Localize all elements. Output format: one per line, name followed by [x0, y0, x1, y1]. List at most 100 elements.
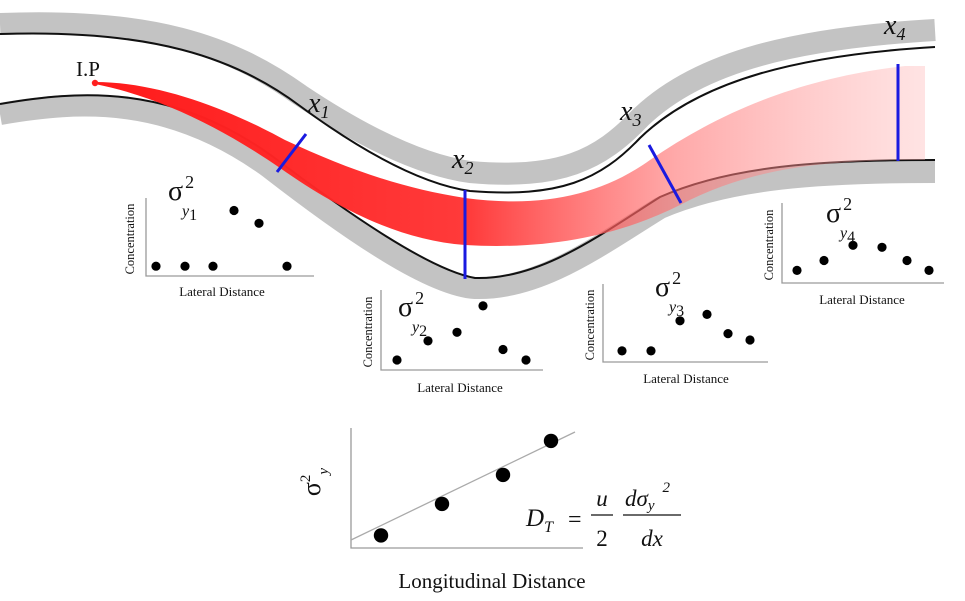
sigma-sup: 2: [843, 194, 852, 214]
profile-2-point-2: [423, 336, 433, 346]
section-label-x3: x3: [619, 96, 641, 130]
profile-axes-4: [781, 203, 944, 284]
profile-1-point-4: [229, 205, 239, 216]
profile-axes-2: [380, 290, 543, 371]
profile-2-point-5: [498, 344, 508, 355]
profile-2-point-4: [478, 301, 488, 311]
section-label-x2: x2: [451, 144, 473, 178]
sigma-sub-n: 2: [419, 323, 427, 340]
profile-1-point-5: [254, 218, 264, 228]
summary-xlabel: Longitudinal Distance: [398, 569, 585, 593]
profile-axes-3: [602, 284, 768, 363]
formula-lhs: DT: [525, 505, 554, 536]
upper-bank: [0, 12, 936, 185]
formula-lhs-sub: T: [544, 519, 554, 536]
profile-2-point-6: [521, 355, 531, 365]
formula-num2-sup: 2: [663, 480, 671, 496]
formula-den1: 2: [596, 526, 608, 551]
summary-ylabel-sigma: σ: [297, 482, 326, 496]
summary-point-4: [543, 433, 559, 449]
profile-3-point-4: [702, 309, 712, 319]
summary-ylabel-sub: y: [316, 468, 332, 477]
profile-2-ylabel: Concentration: [361, 296, 375, 368]
tracer-plume: [95, 66, 925, 246]
profile-3-xlabel: Lateral Distance: [643, 371, 729, 386]
sigma-sub-y: y: [838, 225, 848, 242]
formula-equals: =: [568, 507, 582, 533]
sigma-symbol: σ: [398, 292, 413, 323]
section-label-x2-base: x: [451, 144, 465, 175]
section-label-x4-sub: 4: [896, 24, 905, 44]
profile-3-point-2: [646, 346, 656, 356]
sigma-sub-n: 4: [847, 229, 855, 246]
sigma-symbol: σ: [655, 272, 670, 303]
upper-bank-edge: [0, 32, 936, 194]
section-label-x1-sub: 1: [320, 102, 329, 122]
injection-point-label: I.P: [76, 57, 100, 81]
profile-4-xlabel: Lateral Distance: [819, 292, 905, 307]
formula-num1: u: [596, 486, 608, 511]
sigma-symbol: σ: [826, 198, 841, 229]
profile-2-xlabel: Lateral Distance: [417, 380, 503, 395]
profile-4-point-6: [924, 265, 934, 275]
profile-3-point-3: [675, 316, 685, 326]
sigma-sup: 2: [185, 172, 194, 192]
profile-3-point-6: [745, 335, 755, 345]
formula-num2-sub: y: [646, 498, 655, 514]
profile-3-point-5: [723, 329, 733, 339]
profile-axes-1: [145, 198, 314, 277]
cross-section-x1: [275, 133, 308, 173]
profile-1-point-2: [180, 261, 190, 271]
sigma-sub-y: y: [180, 203, 190, 220]
profile-4-point-4: [877, 242, 887, 252]
profile-2-point-1: [392, 355, 402, 365]
section-label-x2-sub: 2: [464, 158, 473, 178]
summary-point-2: [434, 496, 450, 512]
profile-2-point-3: [452, 327, 462, 337]
sigma-symbol: σ: [168, 176, 183, 207]
dispersion-formula: DT = u 2 dσy2 dx: [525, 480, 681, 551]
cross-sections: [275, 64, 900, 279]
section-label-x1-base: x: [307, 88, 321, 119]
summary-ylabel-sup: 2: [298, 475, 314, 483]
sigma-sub-n: 1: [189, 207, 197, 224]
summary-ylabel: σ2y: [297, 468, 332, 497]
sigma-sub-y: y: [667, 299, 677, 316]
profile-4-point-1: [792, 265, 802, 275]
profile-4-point-3: [848, 240, 858, 250]
lower-bank: [0, 94, 936, 300]
profile-4-point-2: [819, 255, 829, 266]
summary-points: [373, 433, 559, 543]
formula-den2: dx: [641, 526, 664, 551]
section-label-x4-base: x: [883, 10, 897, 41]
section-label-x1: x1: [307, 88, 329, 122]
section-label-x4: x4: [883, 10, 905, 44]
variance-vs-distance-plot: σ2y Longitudinal Distance DT = u 2 dσy2 …: [297, 428, 681, 593]
profile-3-point-1: [617, 346, 627, 356]
profile-1-point-3: [208, 261, 218, 271]
profile-1-point-6: [282, 261, 292, 271]
profile-4-ylabel: Concentration: [762, 209, 776, 281]
summary-point-1: [373, 528, 389, 543]
sigma-sub-y: y: [410, 319, 420, 336]
summary-axes: [350, 428, 583, 549]
section-label-x3-base: x: [619, 96, 633, 127]
injection-point-marker: [91, 79, 99, 87]
cross-section-x3: [647, 144, 683, 204]
section-label-x3-sub: 3: [631, 110, 641, 130]
sigma-sub-n: 3: [676, 303, 684, 320]
profile-4-point-5: [902, 255, 912, 266]
formula-num2-dsigma: dσ: [625, 486, 650, 511]
sigma-sup: 2: [672, 268, 681, 288]
summary-fit-line: [350, 431, 576, 541]
profile-1-xlabel: Lateral Distance: [179, 284, 265, 299]
